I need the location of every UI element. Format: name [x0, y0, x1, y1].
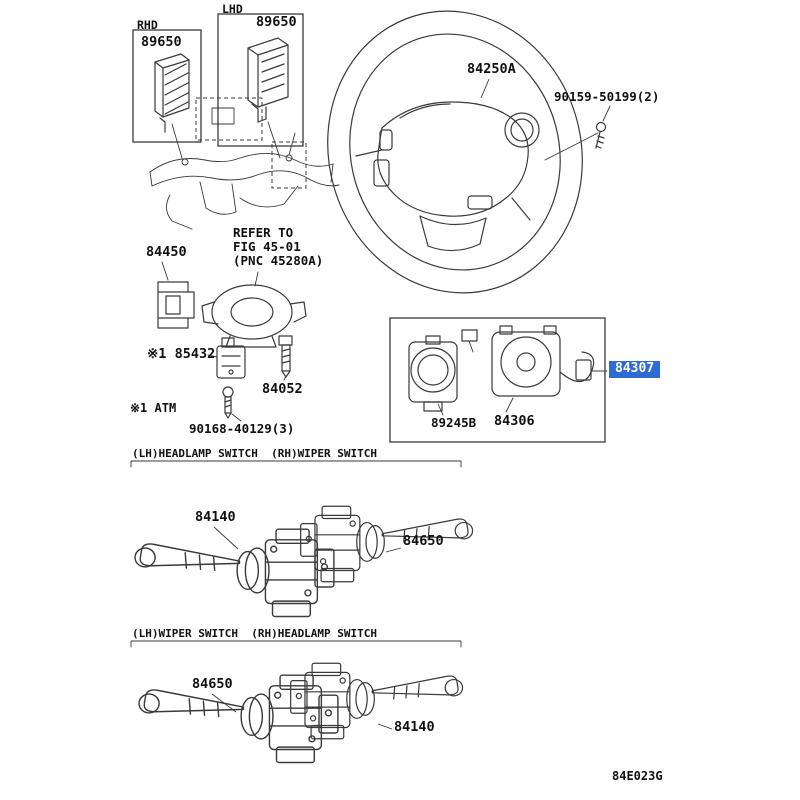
lhd-tag: LHD: [222, 2, 243, 16]
part-number-89650-rhd[interactable]: 89650: [141, 34, 182, 50]
screw-90168-drawing: [222, 386, 242, 422]
combo-switch-bottom-right-drawing: [290, 662, 464, 740]
spiral-group-frame: [389, 317, 606, 443]
leader-lines-top: [480, 78, 490, 99]
part-number-90159[interactable]: 90159-50199(2): [554, 89, 660, 104]
rhd-frame: [132, 29, 202, 143]
part-number-84306[interactable]: 84306: [494, 413, 535, 429]
column-clamp-drawing: [201, 271, 307, 348]
part-number-84140-bottom[interactable]: 84140: [394, 719, 435, 735]
part-number-89245b[interactable]: 89245B: [431, 415, 477, 430]
part-number-84140-top[interactable]: 84140: [195, 509, 236, 525]
dashed-box-2: [271, 141, 307, 189]
part-number-84307-highlighted[interactable]: 84307: [609, 361, 661, 379]
refer-note-line2: FIG 45-01: [233, 239, 301, 254]
combo-switch-top-right-drawing: [300, 505, 474, 583]
part-84306-drawing: [491, 325, 608, 413]
part-89245b-drawing: [408, 335, 458, 416]
cowl-bracket-drawing: [149, 153, 340, 230]
combo-switch-bottom-left-drawing: [138, 674, 339, 764]
refer-note-line3: (PNC 45280A): [233, 253, 324, 268]
combo-switch-top-left-drawing: [134, 528, 335, 618]
ecu-rhd-drawing: [154, 53, 190, 159]
part-number-84052[interactable]: 84052: [262, 381, 303, 397]
section-header-top: (LH)HEADLAMP SWITCH (RH)WIPER SWITCH: [132, 447, 378, 460]
part-number-89650-lhd[interactable]: 89650: [256, 14, 297, 30]
bracket-fasteners: [181, 107, 296, 166]
leader-lines-switches: [211, 526, 402, 730]
dashed-box-1: [195, 97, 263, 141]
steering-wheel-rim: [327, 10, 583, 294]
part-number-85432[interactable]: ※1 85432: [147, 346, 216, 362]
rhd-tag: RHD: [137, 18, 158, 32]
part-number-90168[interactable]: 90168-40129(3): [189, 421, 295, 436]
lhd-frame: [217, 13, 304, 147]
part-number-84450[interactable]: 84450: [146, 244, 187, 260]
part-84450-drawing: [157, 261, 195, 329]
steering-wheel-hub: [355, 101, 540, 252]
diagram-code: 84E023G: [612, 769, 663, 783]
screw-90159-drawing: [544, 105, 611, 161]
part-85432-drawing: [207, 337, 246, 379]
ecu-lhd-drawing: [247, 37, 289, 159]
refer-note-line1: REFER TO: [233, 225, 294, 240]
part-number-84650-bottom[interactable]: 84650: [192, 676, 233, 692]
part-84052-drawing: [278, 335, 293, 381]
part-number-84250a[interactable]: 84250A: [467, 61, 516, 77]
clip-drawing: [461, 329, 478, 353]
section-bracket-top: [130, 460, 462, 468]
part-number-84650-top[interactable]: 84650: [403, 533, 444, 549]
atm-note: ※1 ATM: [130, 401, 177, 415]
section-header-bottom: (LH)WIPER SWITCH (RH)HEADLAMP SWITCH: [132, 627, 378, 640]
section-bracket-bottom: [130, 640, 462, 648]
